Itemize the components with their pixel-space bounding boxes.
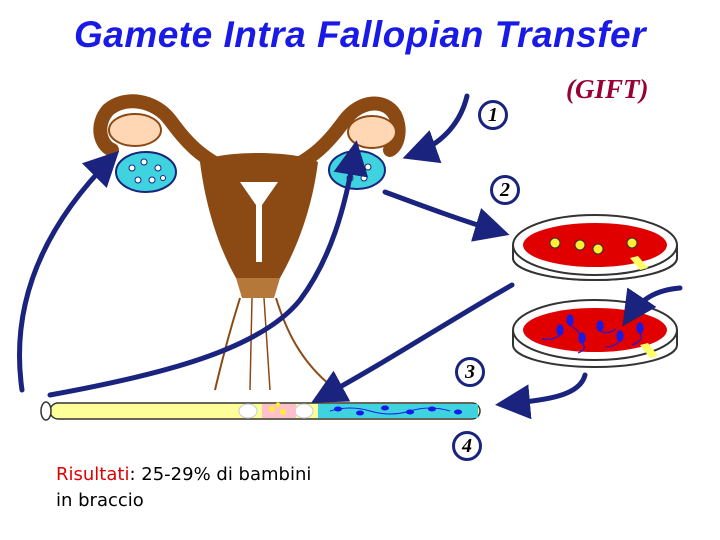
uterus-illustration [93, 94, 406, 391]
arrow-dish-to-catheter [495, 372, 588, 420]
arrow-dish-diagonal [311, 282, 515, 403]
arrow-ovary-to-dish [382, 189, 510, 242]
result-text: Risultati: 25-29% di bambini in braccio [56, 462, 396, 514]
cervix [236, 278, 280, 298]
uterine-cavity [240, 182, 278, 262]
result-value: 25-29% di bambini [141, 464, 312, 485]
left-fallopian-tube [93, 94, 247, 182]
step-3-badge: 3 [455, 357, 485, 387]
step-1-badge: 1 [478, 100, 508, 130]
result-label: Risultati [56, 464, 130, 485]
page-subtitle: (GIFT) [566, 74, 649, 104]
right-fimbria [347, 115, 397, 149]
petri-dish-sperm [512, 299, 678, 368]
step-2-badge: 2 [490, 175, 520, 205]
arrow-step-1 [402, 93, 470, 164]
result-value-line2: in braccio [56, 490, 144, 511]
left-ovary [115, 151, 177, 193]
transfer-catheter [40, 401, 481, 421]
result-separator: : [129, 464, 136, 485]
step-4-badge: 4 [452, 431, 482, 461]
arrow-catheter-to-right-tube [47, 140, 369, 398]
process-arrows [17, 93, 683, 420]
petri-dish-eggs [512, 214, 678, 281]
page-title: Gamete Intra Fallopian Transfer [73, 14, 647, 55]
arrow-into-sperm-dish [622, 285, 683, 327]
right-fallopian-tube [268, 96, 406, 182]
arrow-catheter-to-left-tube [17, 150, 120, 393]
left-fimbria [108, 113, 162, 147]
